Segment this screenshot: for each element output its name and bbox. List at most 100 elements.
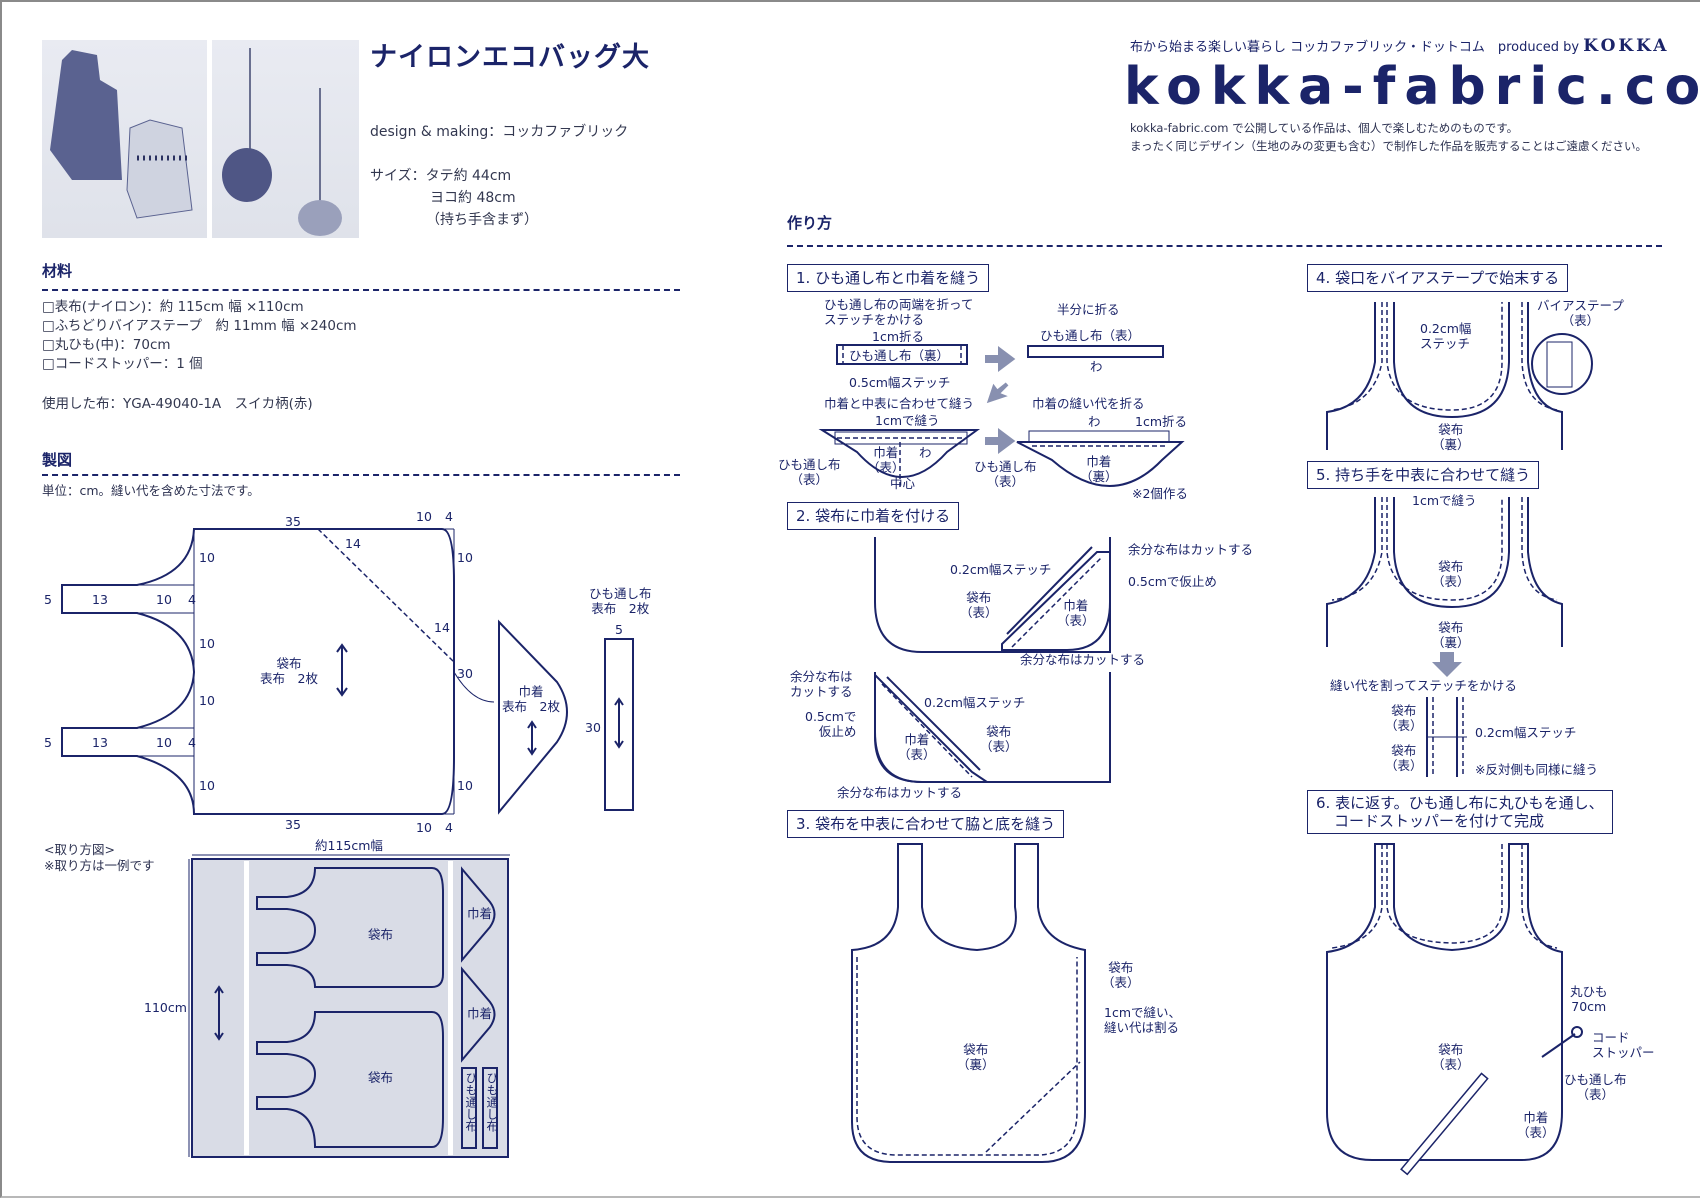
step4-tape-label: バイアステープ （表） [1537,298,1624,328]
himo-channel [1400,1072,1489,1176]
bag-side: （表） [1432,574,1470,589]
step3-back-label: 袋布 （裏） [957,1042,995,1072]
layout-bag-piece [256,1011,444,1148]
cut-line2: カットする [790,684,853,699]
bias-tape-detail-circle [1531,333,1593,395]
kinchaku-name: 巾着 [1086,454,1112,469]
layout-note: ※取り方は一例です [44,858,155,873]
step5-diagram [1326,497,1563,777]
step6-bag-outline [1326,843,1563,1161]
kinchaku-name: 巾着 [904,732,930,747]
howto-divider [787,245,1662,247]
dim-4: 4 [188,592,196,607]
kinchaku-name: 巾着 [1063,598,1089,613]
step5-same-label: ※反対側も同様に縫う [1475,762,1598,777]
material-item: □コードストッパー：1 個 [42,356,203,372]
step3-diagram [851,843,1086,1163]
step3-sew-label: 1cmで縫い、 縫い代は割る [1104,1005,1181,1035]
layout-title: <取り方図> [44,842,115,857]
step2-cut-mid: 余分な布はカットする [1020,652,1146,667]
layout-kinchaku-piece [461,866,496,963]
layout-width-label: 約115cm幅 [315,838,383,853]
step1-kinchaku-front: 巾着 （表） [867,445,905,475]
step1-instruction-b: 巾着と中表に合わせて縫う [824,396,975,411]
dim-side-30: 30 [457,666,473,681]
dim-10: 10 [457,550,473,565]
step6-kin-label: 巾着 （表） [1517,1110,1555,1140]
step4-diagram [1326,302,1593,450]
cord-name: 丸ひも [1570,984,1608,999]
step6-cord-label: 丸ひも 70cm [1570,984,1608,1014]
material-item: □ふちどりバイアステープ 約 11mm 幅 ×240cm [42,318,357,334]
bag-side: （表） [1385,758,1423,773]
step1-wa-label: わ [1090,359,1103,374]
dim-10: 10 [199,693,215,708]
bag-side: （表） [1385,718,1423,733]
site-logo[interactable]: kokka-fabric.com [1124,57,1700,117]
page-title: ナイロンエコバッグ大 [370,42,650,73]
step1-half-label: 半分に折る [1057,302,1120,317]
bags-illustration [50,50,193,219]
step5-front-label-a: 袋布 （表） [1385,703,1423,733]
step2-baste-upper: 0.5cmで仮止め [1128,574,1217,589]
material-item: □丸ひも(中)：70cm [42,337,171,353]
himo-name: ひも通し布 [1564,1072,1627,1087]
step1-instruction-c: 巾着の縫い代を折る [1032,396,1145,411]
himo-strip-back [836,344,968,365]
bag-side: （裏） [1432,437,1470,452]
dim-top: 35 [285,514,301,529]
step5-bag-outline [1326,497,1563,647]
himo-name: ひも通し布 [974,459,1037,474]
stitch-line1: 0.2cm幅 [1420,321,1472,336]
size-height: サイズ：タテ約 44cm [370,168,512,184]
pouches-illustration [222,48,342,236]
step2-kin-lower-label: 巾着 （表） [898,732,936,762]
stopper-line1: コード [1592,1030,1630,1045]
step1-a-line2: ステッチをかける [824,312,925,327]
layout-bag-label: 袋布 [368,927,394,942]
dim-10: 10 [199,636,215,651]
kinchaku-piece-count: 表布 2枚 [502,699,560,714]
material-item: □表布(ナイロン)：約 115cm 幅 ×110cm [42,299,304,315]
stopper-line2: ストッパー [1592,1045,1655,1060]
notice-line-2: まったく同じデザイン（生地のみの変更も含む）で制作した作品を販売することはご遠慮… [1130,139,1648,153]
layout-himo-piece [482,1067,498,1149]
bag-side: （裏） [957,1057,995,1072]
size-width: ヨコ約 48cm [430,190,516,206]
bag-name: 袋布 [1438,559,1464,574]
step1-center-label: 中心 [890,476,916,491]
step4-back-label: 袋布 （裏） [1432,422,1470,452]
sew-line1: 1cmで縫い、 [1104,1005,1182,1020]
step1-a-line1: ひも通し布の両端を折って [824,297,974,312]
photo-bags [42,40,207,238]
kinchaku-side: （表） [898,747,936,762]
himo-pattern-outline [604,638,634,811]
stitch-line2: ステッチ [1420,336,1471,351]
tagline-text: 布から始まる楽しい暮らし コッカファブリック・ドットコム produced by [1130,40,1580,55]
step5-back-label: 袋布 （裏） [1432,620,1470,650]
step1-diagrams [818,344,1185,487]
dim-handle-w: 5 [44,592,52,607]
step-2-title: 2. 袋布に巾着を付ける [787,502,960,530]
kinchaku-side: （表） [1517,1125,1555,1140]
step-6-title: 6. 表に返す。ひも通し布に丸ひもを通し、 コードストッパーを付けて完成 [1307,790,1613,834]
howto-heading: 作り方 [787,214,833,232]
step1-inner-label: ひも通し布（裏） [849,348,950,363]
step5-open-label: 縫い代を割ってステッチをかける [1330,678,1517,693]
dim-side-14: 14 [434,620,450,635]
bag-name: 袋布 [1391,743,1417,758]
kinchaku-piece-name: 巾着 [518,684,544,699]
step5-front-label-b: 袋布 （表） [1385,743,1423,773]
dim-4: 4 [188,735,196,750]
layout-kinchaku-label: 巾着 [467,1006,493,1021]
himo-name: ひも通し布 [778,457,841,472]
dim-10: 10 [199,778,215,793]
bag-name: 袋布 [1391,703,1417,718]
step6-title-line2: コードストッパーを付けて完成 [1334,812,1545,830]
bag-piece-label: 袋布 表布 2枚 [260,656,318,686]
cut-line1: 余分な布は [790,669,853,684]
step5-sew-label: 1cmで縫う [1412,493,1477,508]
step6-bag-label: 袋布 （表） [1432,1042,1470,1072]
step1-wa-label-3: わ [1088,414,1101,429]
